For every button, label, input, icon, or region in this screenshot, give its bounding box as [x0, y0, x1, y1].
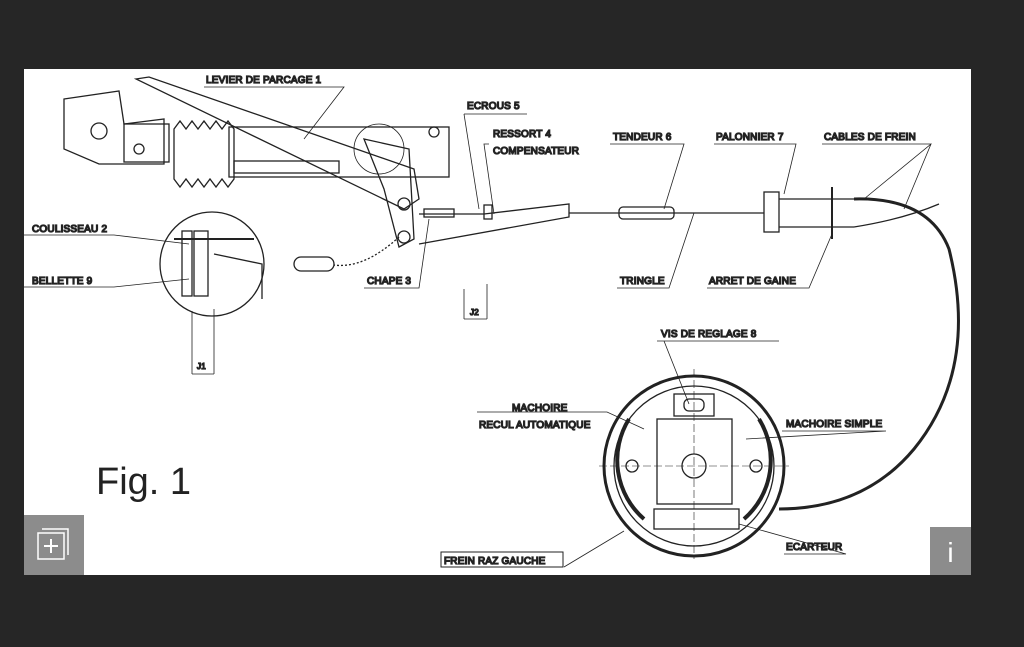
image-viewer: LEVIER DE PARCAGE 1 COULISSEAU 2 BELLETT… [24, 69, 971, 575]
label-tringle: TRINGLE [620, 276, 665, 287]
label-palonnier: PALONNIER 7 [716, 132, 784, 143]
figure-caption: Fig. 1 [96, 461, 191, 503]
label-bellette: BELLETTE 9 [32, 276, 93, 287]
label-vis: VIS DE REGLAGE 8 [661, 329, 757, 340]
label-coulisseau: COULISSEAU 2 [32, 224, 107, 235]
label-recul: RECUL AUTOMATIQUE [479, 420, 591, 431]
label-ecarteur: ECARTEUR [786, 542, 842, 553]
expand-plus-icon [37, 528, 69, 560]
slide-rod [233, 160, 340, 174]
label-machoire: MACHOIRE [512, 403, 568, 414]
label-chape: CHAPE 3 [367, 276, 411, 287]
brake-diagram: LEVIER DE PARCAGE 1 COULISSEAU 2 BELLETT… [24, 74, 960, 568]
label-levier: LEVIER DE PARCAGE 1 [206, 75, 322, 86]
label-cables: CABLES DE FREIN [824, 132, 916, 143]
label-ressort: RESSORT 4 [493, 129, 551, 140]
compensator [418, 203, 570, 245]
label-machoire-simple: MACHOIRE SIMPLE [786, 419, 882, 430]
equalizer [763, 191, 780, 233]
expand-button[interactable] [24, 515, 84, 575]
label-j1: J1 [197, 362, 206, 371]
tensioner [618, 206, 675, 220]
parking-lever [133, 76, 420, 210]
label-j2: J2 [470, 308, 479, 317]
label-compensateur: COMPENSATEUR [493, 146, 579, 157]
brake-cable [778, 197, 960, 511]
brake-drum [599, 369, 789, 559]
label-ecrous: ECROUS 5 [467, 101, 520, 112]
label-tendeur: TENDEUR 6 [613, 132, 672, 143]
coupling-head [63, 90, 170, 165]
label-frein: FREIN RAZ GAUCHE [444, 556, 546, 567]
label-arret: ARRET DE GAINE [709, 276, 796, 287]
bellows [173, 119, 235, 189]
info-button[interactable]: i [930, 527, 971, 575]
detail-circle [159, 211, 265, 317]
